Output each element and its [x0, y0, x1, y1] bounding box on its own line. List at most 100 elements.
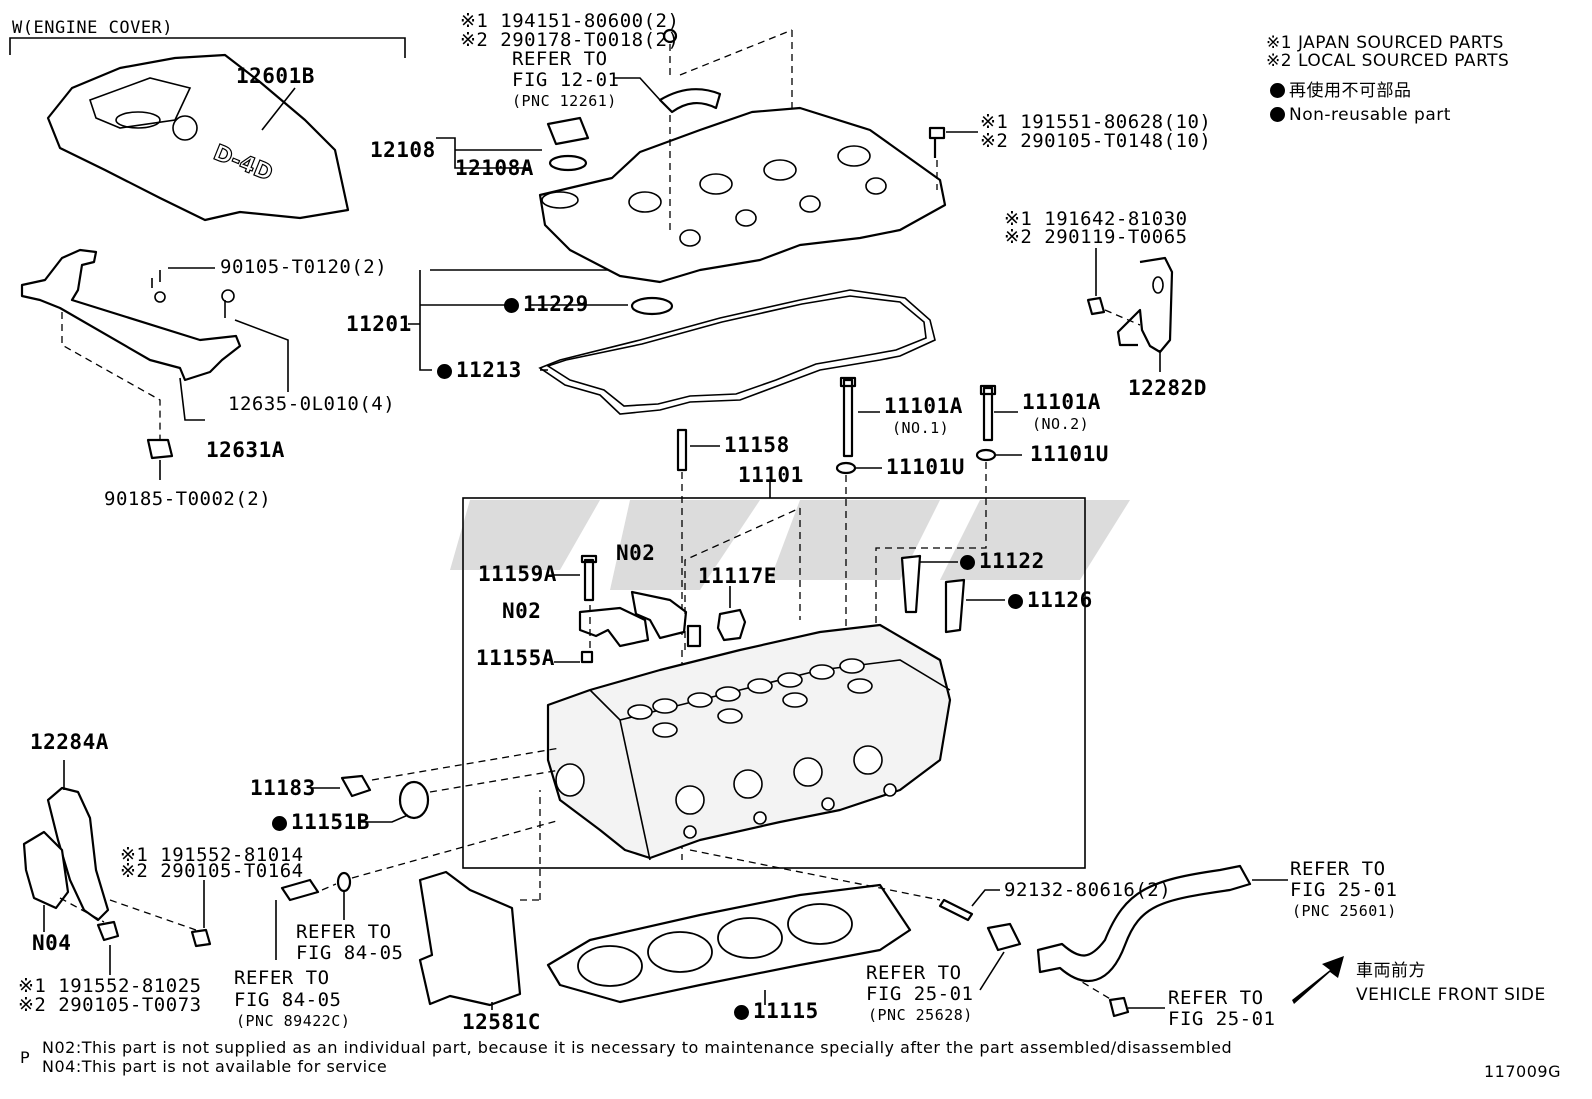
label-191552-d: ※2 290105-T0073: [18, 994, 202, 1016]
label-front-en: VEHICLE FRONT SIDE: [1356, 985, 1546, 1005]
guide-11122: [900, 554, 922, 614]
label-11101U-1: 11101U: [886, 455, 965, 479]
footer-note-n04: N04:This part is not available for servi…: [42, 1057, 388, 1076]
pin-11155A: [580, 650, 594, 664]
dot-icon: [1270, 83, 1285, 98]
sensor-11183: [340, 774, 372, 798]
label-191642-a: ※1 191642-81030: [1004, 208, 1188, 230]
label-12635: 12635-0L010(4): [228, 393, 396, 415]
nut-194151: [662, 28, 678, 44]
label-11201: 11201: [346, 312, 412, 336]
label-12282D: 12282D: [1128, 376, 1207, 400]
dot-icon: [437, 364, 452, 379]
dash-internal: [589, 507, 801, 650]
dash-nut: [1061, 969, 1113, 1001]
leader-12631A: [179, 377, 205, 421]
label-N02-side: N02: [502, 599, 542, 623]
label-11101A-no1-sub: (NO.1): [892, 419, 950, 437]
label-11101: 11101: [738, 463, 804, 487]
dot-icon: [504, 298, 519, 313]
bracket-12631A: [20, 248, 242, 460]
dash-12631A: [61, 312, 161, 440]
label-ref8405-c: REFER TO: [234, 967, 330, 989]
bracket-12284A: [46, 786, 110, 922]
label-ref1201-b: FIG 12-01: [512, 69, 620, 91]
label-11159A: 11159A: [478, 562, 557, 586]
label-11117E: 11117E: [698, 564, 777, 588]
dash-12581C: [520, 790, 541, 901]
label-90185: 90185-T0002(2): [104, 488, 272, 510]
guide-11126: [944, 578, 966, 634]
label-ref8405-a: REFER TO: [296, 921, 392, 943]
dash-191642: [1104, 309, 1141, 326]
label-191551-a: ※1 191551-80628(10): [980, 111, 1212, 133]
label-ref1201-c: (PNC 12261): [512, 92, 617, 110]
label-90105-T0120: 90105-T0120(2): [220, 256, 388, 278]
footer-note-n02: N02:This part is not supplied as an indi…: [42, 1038, 1233, 1057]
head-cover-11201: [538, 106, 947, 284]
label-ref2501-f: (PNC 25601): [1292, 902, 1397, 920]
label-191552-c: ※1 191552-81025: [18, 975, 202, 997]
label-ref2501-e: FIG 25-01: [1290, 879, 1398, 901]
washer-11101U-1: [835, 461, 857, 475]
front-arrow-icon: [1292, 956, 1344, 1004]
label-11101A-no1: 11101A: [884, 394, 963, 418]
legend-nonreusable-en: Non-reusable part: [1270, 107, 1451, 124]
dot-icon: [734, 1005, 749, 1020]
label-11101U-2: 11101U: [1030, 442, 1109, 466]
bolt-11159A: [580, 554, 598, 602]
label-11101A-no2: 11101A: [1022, 390, 1101, 414]
dash-cover-2: [679, 29, 793, 76]
dash-sensor: [321, 819, 561, 891]
head-gasket-11115: [546, 883, 912, 1004]
leader-12601B: [261, 87, 296, 131]
label-11158: 11158: [724, 433, 790, 457]
label-11126: 11126: [1008, 590, 1093, 611]
label-12284A: 12284A: [30, 730, 109, 754]
label-11122: 11122: [960, 551, 1045, 572]
sensor-89422C: [280, 878, 320, 902]
legend-local: ※2 LOCAL SOURCED PARTS: [1266, 51, 1510, 71]
dash-cover: [669, 30, 793, 230]
hose: [658, 88, 722, 114]
label-11213: 11213: [437, 360, 522, 381]
oil-cap-12108: [546, 116, 590, 146]
label-12631A: 12631A: [206, 438, 285, 462]
label-ref2501-b: FIG 25-01: [866, 983, 974, 1005]
engine-cover-12601B: D-4D: [46, 53, 350, 222]
leader-fig1201: [614, 77, 661, 101]
leaders-11183-11151B: [312, 787, 409, 823]
legend-japan: ※1 JAPAN SOURCED PARTS: [1266, 33, 1504, 53]
leader-12108: [436, 137, 542, 169]
dash-12284A: [59, 897, 197, 931]
label-12108: 12108: [370, 138, 436, 162]
leader-25628: [979, 951, 1005, 991]
label-ref2501-d: REFER TO: [1290, 858, 1386, 880]
label-ref2501-a: REFER TO: [866, 962, 962, 984]
legend-nonreusable-jp: 再使用不可部品: [1270, 83, 1412, 100]
label-ref8405-b: FIG 84-05: [296, 942, 404, 964]
gasket-11213: [538, 289, 936, 415]
label-11229: 11229: [504, 294, 589, 315]
head-bolt-11101A-no2: [979, 384, 997, 442]
leaders-head-bolts: [856, 411, 1022, 469]
washer-fig8405: [336, 871, 352, 893]
watermark-logo: [450, 500, 1130, 590]
plate-12581C: [418, 870, 522, 1007]
leaders-internal: [552, 561, 1005, 663]
cap-N02-a: [578, 606, 650, 648]
dot-icon: [960, 555, 975, 570]
leader-12635: [234, 319, 289, 392]
label-11183: 11183: [250, 776, 316, 800]
label-194151-a: ※1 194151-80600(2): [460, 10, 680, 32]
label-front-jp: 車両前方: [1356, 961, 1426, 981]
cap-N02-b: [630, 590, 688, 640]
label-12581C: 12581C: [462, 1010, 541, 1034]
bolt-191642: [1086, 296, 1106, 316]
label-11101A-no2-sub: (NO.2): [1032, 415, 1090, 433]
leader-11201: [408, 269, 628, 371]
label-191551-b: ※2 290105-T0148(10): [980, 130, 1212, 152]
cylinder-head-11101: [546, 623, 952, 861]
label-191642-b: ※2 290119-T0065: [1004, 226, 1188, 248]
